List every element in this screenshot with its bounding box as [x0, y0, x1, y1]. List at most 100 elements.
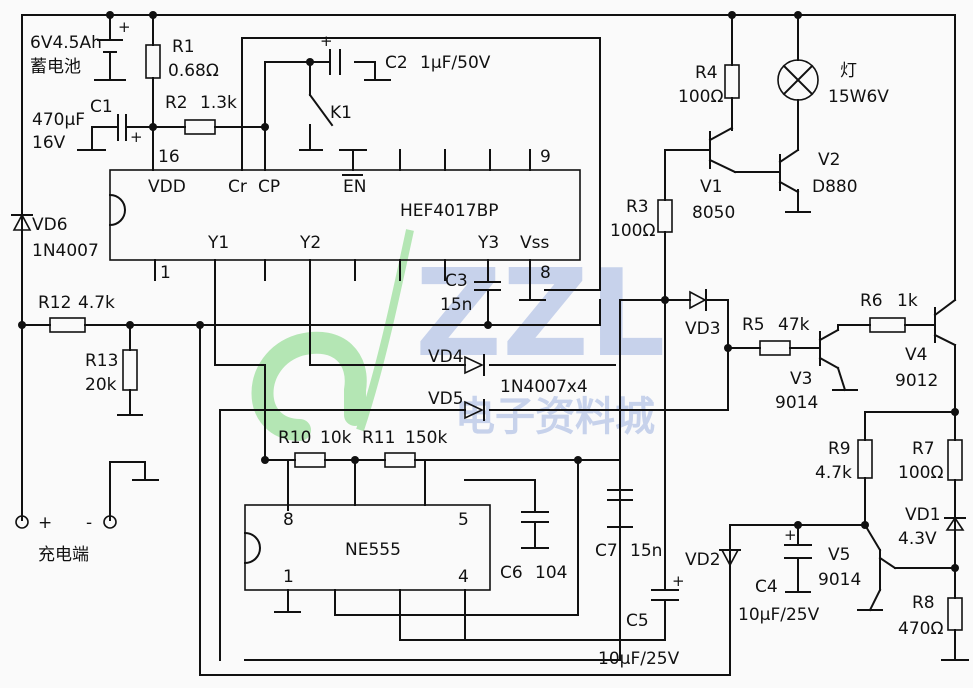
diode-vd5: VD5: [428, 389, 485, 421]
capacitor-c3: C3 15n: [440, 271, 501, 315]
transistor-v4: V4 9012: [895, 298, 957, 391]
battery-spec: 6V4.5Ah: [30, 33, 102, 53]
diode-vd2: VD2: [685, 549, 741, 570]
svg-text:D880: D880: [812, 177, 858, 197]
svg-text:C2: C2: [385, 53, 408, 73]
svg-text:470Ω: 470Ω: [898, 619, 943, 639]
resistor-r7: R7 100Ω: [898, 439, 963, 483]
svg-text:100Ω: 100Ω: [678, 87, 723, 107]
svg-text:10k: 10k: [320, 428, 352, 448]
svg-text:VD1: VD1: [905, 505, 941, 525]
svg-text:9014: 9014: [775, 393, 818, 413]
svg-text:C6: C6: [500, 563, 523, 583]
svg-text:VD2: VD2: [685, 550, 721, 570]
svg-text:0.68Ω: 0.68Ω: [168, 61, 219, 81]
capacitor-c1: + C1 470μF 16V: [32, 97, 143, 153]
svg-text:1: 1: [283, 567, 294, 587]
svg-text:R11: R11: [362, 428, 395, 448]
svg-text:16: 16: [158, 147, 180, 167]
svg-text:R2: R2: [165, 93, 188, 113]
resistor-r3: R3 100Ω: [610, 197, 673, 241]
svg-text:C3: C3: [445, 271, 468, 291]
svg-text:Y3: Y3: [477, 233, 499, 253]
svg-text:8: 8: [540, 263, 551, 283]
svg-text:R8: R8: [912, 593, 935, 613]
svg-text:R1: R1: [172, 37, 195, 57]
resistor-r1: R1 0.68Ω: [145, 37, 219, 81]
svg-text:Cr: Cr: [228, 177, 247, 197]
svg-text:100Ω: 100Ω: [610, 221, 655, 241]
svg-text:4: 4: [458, 567, 469, 587]
capacitor-c2: + C2 1μF/50V: [320, 32, 491, 75]
svg-text:+: +: [784, 526, 797, 544]
svg-text:V4: V4: [905, 345, 927, 365]
svg-text:R13: R13: [85, 351, 118, 371]
svg-text:C5: C5: [626, 611, 649, 631]
switch-k1-label: K1: [330, 103, 352, 123]
svg-text:R5: R5: [742, 315, 765, 335]
battery: + 6V4.5Ah 蓄电池: [30, 18, 131, 81]
junction-dots: [18, 11, 959, 572]
svg-text:5: 5: [458, 510, 469, 530]
resistor-r9: R9 4.7k: [815, 439, 873, 483]
svg-text:8050: 8050: [692, 203, 735, 223]
svg-text:1: 1: [160, 263, 171, 283]
svg-text:8: 8: [283, 510, 294, 530]
battery-plus: +: [118, 18, 131, 36]
svg-text:VD4: VD4: [428, 347, 464, 367]
transistor-v1: V1 8050: [692, 126, 737, 223]
svg-text:R10: R10: [278, 428, 311, 448]
svg-text:Y2: Y2: [299, 233, 321, 253]
capacitor-c7: C7 15n: [595, 489, 662, 561]
svg-text:充电端: 充电端: [38, 545, 89, 565]
resistor-r6: R6 1k: [860, 291, 918, 333]
watermark-text: 电子资料城: [455, 394, 655, 440]
svg-text:20k: 20k: [85, 375, 117, 395]
transistor-v2: V2 D880: [778, 148, 858, 197]
svg-text:V1: V1: [700, 177, 722, 197]
svg-text:15n: 15n: [630, 541, 662, 561]
resistor-r12: R12 4.7k: [38, 293, 115, 333]
diode-vd6: VD6 1N4007: [11, 213, 99, 261]
svg-text:Vss: Vss: [520, 233, 549, 253]
svg-text:-: -: [86, 513, 92, 533]
svg-text:R12: R12: [38, 293, 71, 313]
svg-text:1N4007: 1N4007: [32, 241, 99, 261]
svg-text:V2: V2: [818, 150, 840, 170]
svg-text:150k: 150k: [405, 428, 447, 448]
battery-label: 蓄电池: [30, 57, 81, 77]
svg-text:R7: R7: [912, 439, 935, 459]
svg-text:15n: 15n: [440, 295, 472, 315]
svg-text:9012: 9012: [895, 371, 938, 391]
resistor-r8: R8 470Ω: [898, 593, 963, 639]
svg-text:10μF/25V: 10μF/25V: [738, 605, 820, 625]
svg-text:100Ω: 100Ω: [898, 463, 943, 483]
resistor-r5: R5 47k: [742, 315, 810, 356]
svg-text:R3: R3: [626, 197, 649, 217]
svg-text:C7: C7: [595, 541, 618, 561]
svg-text:104: 104: [535, 563, 567, 583]
svg-text:R4: R4: [695, 63, 718, 83]
svg-text:Y1: Y1: [207, 233, 229, 253]
charge-terminals: + - 充电端: [15, 513, 117, 565]
svg-text:4.7k: 4.7k: [815, 463, 852, 483]
watermark-logo: ZZL: [415, 245, 666, 384]
svg-text:4.7k: 4.7k: [78, 293, 115, 313]
watermark: ZZL 电子资料城: [251, 229, 666, 441]
svg-text:9: 9: [540, 147, 551, 167]
ic-hef4017bp: 16 9 1 8 VDD Cr CP EN HEF4017BP Y1 Y2 Y3…: [108, 147, 581, 283]
transistor-v5: V5 9014: [818, 545, 897, 591]
resistor-r2: R2 1.3k: [165, 93, 237, 135]
svg-text:47k: 47k: [778, 315, 810, 335]
resistor-r11: R11 150k: [362, 428, 447, 468]
transistor-v3: V3 9014: [775, 328, 840, 413]
svg-text:4.3V: 4.3V: [898, 529, 937, 549]
svg-text:C1: C1: [90, 97, 113, 117]
lamp: 灯 15W6V: [777, 59, 889, 107]
svg-text:+: +: [320, 32, 333, 50]
svg-text:9014: 9014: [818, 570, 861, 590]
svg-text:R6: R6: [860, 291, 883, 311]
svg-text:VD6: VD6: [32, 215, 68, 235]
